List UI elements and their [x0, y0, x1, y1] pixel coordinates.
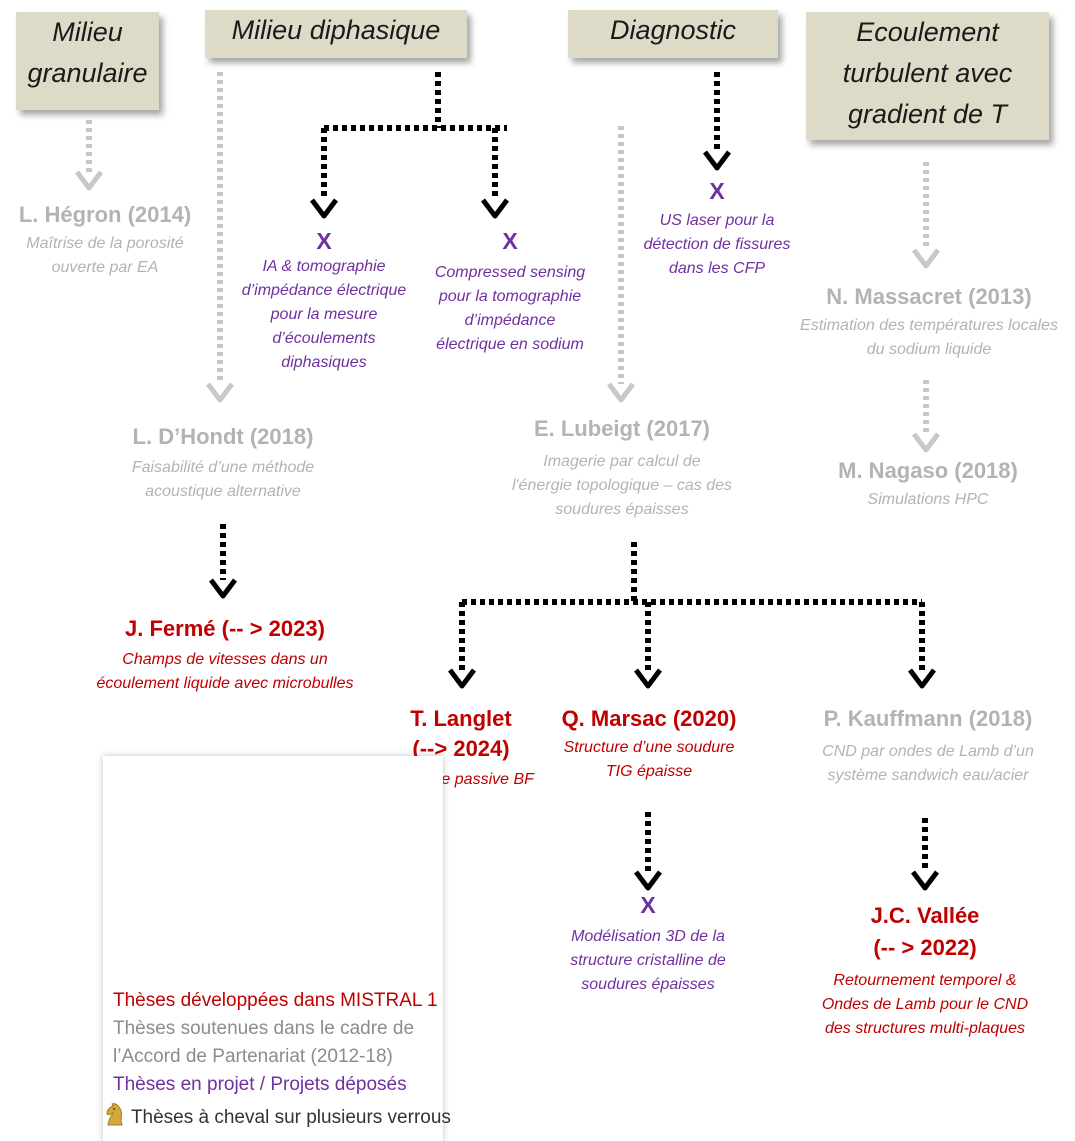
thesis-vallee: J.C. Vallée (-- > 2022) Retournement tem…	[800, 903, 1050, 1041]
project-desc: dans les CFP	[668, 260, 766, 277]
thesis-desc: CND par ondes de Lamb d’un	[822, 743, 1034, 760]
project-mark: X	[709, 178, 725, 204]
thesis-desc: Faisabilité d’une méthode	[131, 459, 315, 476]
project-mark: X	[502, 228, 518, 254]
thesis-name: N. Massacret (2013)	[826, 284, 1032, 309]
project-compressed-sensing: X Compressed sensing pour la tomographie…	[415, 228, 605, 357]
thesis-desc: ouverte par EA	[51, 259, 159, 276]
project-mark: X	[640, 892, 656, 918]
thesis-name: M. Nagaso (2018)	[838, 458, 1018, 483]
category-ecoulement-turbulent: Ecoulement turbulent avec gradient de T	[806, 12, 1049, 140]
project-mark: X	[316, 228, 332, 254]
chess-knight-icon	[104, 1102, 126, 1132]
project-desc: diphasiques	[281, 354, 367, 371]
thesis-desc: Ondes de Lamb pour le CND	[821, 996, 1029, 1013]
project-desc: soudures épaisses	[581, 976, 715, 993]
legend-mistral: Thèses développées dans MISTRAL 1	[113, 990, 438, 1011]
project-desc: détection de fissures	[643, 236, 791, 253]
thesis-name: T. Langlet	[410, 706, 512, 731]
thesis-name: L. D’Hondt (2018)	[132, 424, 314, 449]
thesis-name: J.C. Vallée	[870, 903, 980, 928]
project-desc: IA & tomographie	[262, 258, 386, 275]
thesis-desc: Simulations HPC	[867, 491, 989, 508]
thesis-nagaso: M. Nagaso (2018) Simulations HPC	[818, 458, 1038, 512]
project-desc: d’écoulements	[272, 330, 376, 347]
black-arrowheads	[209, 150, 939, 891]
project-desc: Modélisation 3D de la	[571, 928, 725, 945]
thesis-desc: Retournement temporel &	[833, 972, 1017, 989]
thesis-desc: acoustique alternative	[145, 483, 301, 500]
thesis-desc: Estimation des températures locales	[800, 317, 1058, 334]
thesis-lubeigt: E. Lubeigt (2017) Imagerie par calcul de…	[500, 416, 744, 522]
thesis-desc: soudures épaisses	[555, 501, 689, 518]
legend-cross-lock-label: Thèses à cheval sur plusieurs verrous	[130, 1107, 451, 1128]
category-line: Diagnostic	[609, 15, 737, 45]
thesis-massacret: N. Massacret (2013) Estimation des tempé…	[785, 284, 1073, 362]
thesis-desc: Structure d’une soudure	[563, 739, 735, 756]
thesis-dhondt: L. D’Hondt (2018) Faisabilité d’une méth…	[110, 424, 336, 504]
project-us-laser: X US laser pour la détection de fissures…	[622, 178, 812, 281]
thesis-kauffmann: P. Kauffmann (2018) CND par ondes de Lam…	[800, 706, 1056, 788]
legend-box	[103, 756, 443, 1141]
legend-project: Thèses en projet / Projets déposés	[113, 1074, 407, 1095]
project-ia-tomographie: X IA & tomographie d’impédance électriqu…	[224, 228, 424, 375]
project-desc: Compressed sensing	[434, 264, 586, 281]
category-line: Ecoulement	[856, 17, 999, 47]
category-line: turbulent avec	[842, 58, 1013, 88]
category-milieu-granulaire: Milieu granulaire	[16, 12, 159, 110]
thesis-desc: Champs de vitesses dans un	[122, 651, 328, 668]
thesis-name: L. Hégron (2014)	[18, 202, 192, 227]
thesis-desc: Maîtrise de la porosité	[26, 235, 184, 252]
project-desc: pour la tomographie	[438, 288, 582, 305]
category-milieu-diphasique: Milieu diphasique	[205, 10, 467, 58]
category-line: gradient de T	[847, 99, 1008, 129]
project-desc: pour la mesure	[270, 306, 378, 323]
legend-completed-1: Thèses soutenues dans le cadre de	[113, 1018, 415, 1039]
thesis-name: (-- > 2022)	[873, 935, 977, 960]
project-desc: d’impédance	[464, 312, 556, 329]
project-desc: structure cristalline de	[570, 952, 726, 969]
thesis-name: E. Lubeigt (2017)	[533, 416, 711, 441]
thesis-name: J. Fermé (-- > 2023)	[125, 616, 325, 641]
thesis-desc: des structures multi-plaques	[824, 1020, 1026, 1037]
thesis-desc: écoulement liquide avec microbulles	[96, 675, 354, 692]
category-line: Milieu diphasique	[231, 15, 441, 45]
project-modelisation-3d: X Modélisation 3D de la structure crista…	[548, 892, 748, 997]
legend-completed-2: l’Accord de Partenariat (2012-18)	[113, 1046, 393, 1067]
thesis-marsac: Q. Marsac (2020) Structure d’une soudure…	[546, 706, 752, 784]
project-desc: US laser pour la	[659, 212, 775, 229]
thesis-desc: du sodium liquide	[866, 341, 992, 358]
thesis-desc: l'énergie topologique – cas des	[511, 477, 733, 494]
category-line: Milieu	[52, 17, 123, 47]
project-desc: électrique en sodium	[436, 336, 584, 353]
project-desc: d’impédance électrique	[241, 282, 407, 299]
grey-connectors	[86, 72, 929, 434]
category-diagnostic: Diagnostic	[568, 10, 778, 58]
thesis-hegron: L. Hégron (2014) Maîtrise de la porosité…	[0, 202, 210, 280]
black-connectors	[220, 72, 928, 872]
thesis-desc: TIG épaisse	[605, 763, 693, 780]
legend-cross-lock: Thèses à cheval sur plusieurs verrous	[104, 1102, 451, 1132]
thesis-desc: système sandwich eau/acier	[827, 767, 1029, 784]
grey-arrowheads	[75, 170, 940, 453]
thesis-ferme: J. Fermé (-- > 2023) Champs de vitesses …	[70, 616, 380, 696]
category-line: granulaire	[27, 58, 148, 88]
thesis-name: Q. Marsac (2020)	[561, 706, 737, 731]
thesis-desc: Imagerie par calcul de	[543, 453, 701, 470]
thesis-name: P. Kauffmann (2018)	[823, 706, 1033, 731]
